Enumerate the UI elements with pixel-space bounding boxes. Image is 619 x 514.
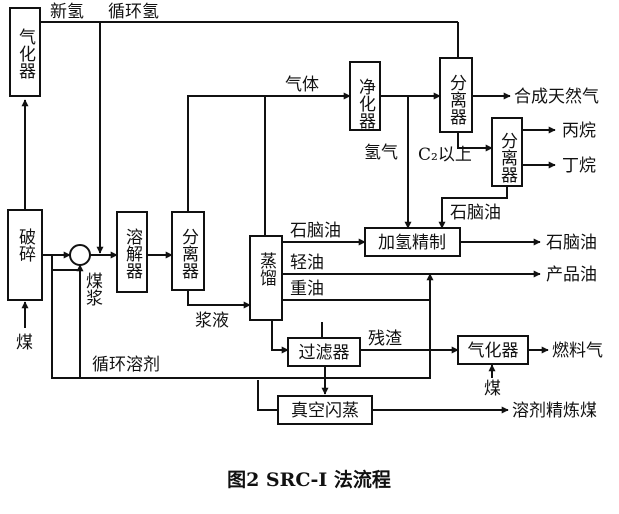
node-separator-top-label: 分离器 [446,74,467,125]
node-dissolver-label: 溶解器 [122,228,143,279]
node-gasifier-right: 气化器 [457,335,529,365]
edge-recycle-solvent-in [51,262,80,271]
node-vacuum-flash: 真空闪蒸 [277,395,373,425]
node-dissolver: 溶解器 [116,211,148,293]
node-mixer [69,244,91,266]
label-butane: 丁烷 [562,156,596,176]
label-c2-plus: C₂以上 [418,145,472,165]
label-coal-feed: 煤 [16,333,33,353]
node-still: 蒸馏 [249,235,283,321]
label-residue: 残渣 [368,329,402,349]
node-separator-right: 分离器 [491,117,523,187]
node-separator-left-label: 分离器 [178,228,199,279]
edge-separator-gas-up [187,92,351,222]
label-product-oil: 产品油 [546,265,597,285]
node-crusher-label: 破碎 [15,228,36,262]
label-fuel-gas: 燃料气 [552,341,603,361]
figure-caption: 图2 SRC-I 法流程 [227,468,391,491]
node-separator-top: 分离器 [439,57,473,133]
node-filter-label: 过滤器 [299,343,350,363]
edge-slurry-to-still [187,290,251,309]
node-purifier: 净化器 [349,61,381,131]
label-coal-slurry: 煤浆 [82,272,103,306]
label-naphtha-left: 石脑油 [290,221,341,241]
edge-vacuum-loop [257,380,278,411]
edge-naphtha-to-hydrorefining [438,185,508,229]
node-gasifier-top: 气化器 [9,7,41,97]
label-naphtha-right: 石脑油 [450,203,501,223]
label-light-oil: 轻油 [290,253,324,273]
node-filter: 过滤器 [287,337,361,367]
label-hydrogen: 氢气 [364,143,398,163]
flow-lines [21,8,556,414]
node-hydrorefining: 加氢精制 [364,227,461,257]
label-new-hydrogen: 新氢 [50,2,84,22]
stream-labels: 新氢 循环氢 气体 合成天然气 丙烷 丁烷 氢气 C₂以上 石脑油 石脑油 石脑… [16,2,603,421]
label-coal-bottom: 煤 [484,379,501,399]
node-gasifier-right-label: 气化器 [468,341,519,361]
node-still-label: 蒸馏 [256,252,277,286]
edge-recycle-solvent [51,255,431,379]
edge-separator-to-c2 [457,132,493,152]
label-gas: 气体 [285,75,319,95]
label-propane: 丙烷 [562,121,596,141]
node-separator-right-label: 分离器 [497,132,518,183]
label-naphtha-product: 石脑油 [546,233,597,253]
node-hydrorefining-label: 加氢精制 [378,233,446,253]
node-vacuum-flash-label: 真空闪蒸 [291,401,359,421]
label-heavy-oil: 重油 [290,279,324,299]
node-crusher: 破碎 [7,209,43,301]
label-recycle-hydrogen: 循环氢 [108,2,159,22]
node-purifier-label: 净化器 [355,78,376,129]
label-slurry: 浆液 [195,311,229,331]
node-gasifier-top-label: 气化器 [15,28,36,79]
edge-separator-to-recycle-hydrogen [432,21,459,58]
label-recycle-solvent: 循环溶剂 [92,355,160,375]
label-solvent-refined-coal: 溶剂精炼煤 [512,401,597,421]
node-separator-left: 分离器 [171,211,205,291]
edge-still-to-filter [271,320,289,354]
label-synthetic-natural-gas: 合成天然气 [514,87,599,107]
